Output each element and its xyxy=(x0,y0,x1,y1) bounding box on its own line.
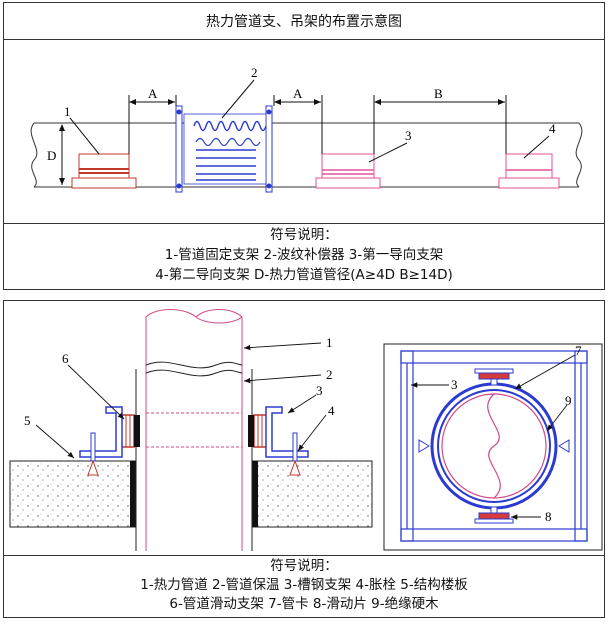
bottom-legend-line1: 1-热力管道 2-管道保温 3-槽钢支架 4-胀栓 5-结构楼板 xyxy=(140,577,468,593)
structural-floor-slab xyxy=(9,460,373,528)
bottom-legend: 符号说明： 1-热力管道 2-管道保温 3-槽钢支架 4-胀栓 5-结构楼板 6… xyxy=(4,557,604,614)
dim-b-label: B xyxy=(434,86,443,101)
top-title-bar: 热力管道支、吊架的布置示意图 xyxy=(4,3,604,40)
guide-support-4 xyxy=(498,153,560,189)
bottom-diagram-panel: 1 2 3 4 5 6 xyxy=(3,300,605,618)
bottom-legend-title: 符号说明： xyxy=(270,558,338,574)
top-label-4: 4 xyxy=(549,121,556,136)
left-label-5: 5 xyxy=(24,413,31,428)
bottom-slide-plate xyxy=(474,506,514,524)
left-label-6: 6 xyxy=(62,351,69,366)
top-legend-divider xyxy=(4,223,604,224)
fixed-support-1 xyxy=(71,153,137,189)
pipe-clamp-ring xyxy=(418,382,570,510)
left-label-1: 1 xyxy=(326,335,333,350)
top-slide-plate xyxy=(474,368,514,386)
dimension-lines xyxy=(128,95,507,154)
guide-support-3 xyxy=(315,153,381,189)
right-label-3: 3 xyxy=(451,377,458,392)
left-sliding-support xyxy=(79,406,140,476)
left-label-3: 3 xyxy=(316,383,323,398)
pipe-cross-section-diagram: 7 9 3 8 xyxy=(383,343,603,551)
leader-lines xyxy=(69,79,550,163)
left-label-4: 4 xyxy=(328,403,335,418)
dim-a-right-label: A xyxy=(293,86,303,101)
top-label-1: 1 xyxy=(64,104,71,119)
right-label-7: 7 xyxy=(575,343,582,358)
bellows-compensator-2 xyxy=(175,105,273,193)
channel-steel-frame xyxy=(400,350,588,542)
right-label-8: 8 xyxy=(545,509,552,524)
top-legend-title: 符号说明： xyxy=(270,227,338,243)
right-sliding-support xyxy=(248,406,309,476)
right-leader-lines xyxy=(411,354,576,520)
dim-d-label: D xyxy=(47,148,56,163)
top-title: 热力管道支、吊架的布置示意图 xyxy=(206,14,402,30)
dim-a-left-label: A xyxy=(148,86,158,101)
left-leader-lines xyxy=(35,342,327,459)
top-legend-line1: 1-管道固定支架 2-波纹补偿器 3-第一导向支架 xyxy=(164,247,444,263)
bottom-legend-line2: 6-管道滑动支架 7-管卡 8-滑动片 9-绝缘硬木 xyxy=(169,596,439,612)
dimension-d: D xyxy=(47,124,65,185)
right-label-9: 9 xyxy=(565,393,572,408)
top-label-3: 3 xyxy=(405,128,412,143)
top-diagram-panel: 热力管道支、吊架的布置示意图 D xyxy=(3,2,605,290)
top-label-2: 2 xyxy=(251,65,258,80)
top-legend-line2: 4-第二导向支架 D-热力管道管径(A≥4D B≥14D) xyxy=(155,267,453,283)
pipe-layout-diagram: D xyxy=(30,65,583,193)
bottom-legend-divider xyxy=(4,555,604,556)
floor-penetration-diagram: 1 2 3 4 5 6 xyxy=(9,309,373,551)
left-label-2: 2 xyxy=(326,367,333,382)
heat-pipe-vertical xyxy=(145,309,243,551)
top-legend: 符号说明： 1-管道固定支架 2-波纹补偿器 3-第一导向支架 4-第二导向支架… xyxy=(4,225,604,285)
pipe-insulation xyxy=(135,369,253,551)
